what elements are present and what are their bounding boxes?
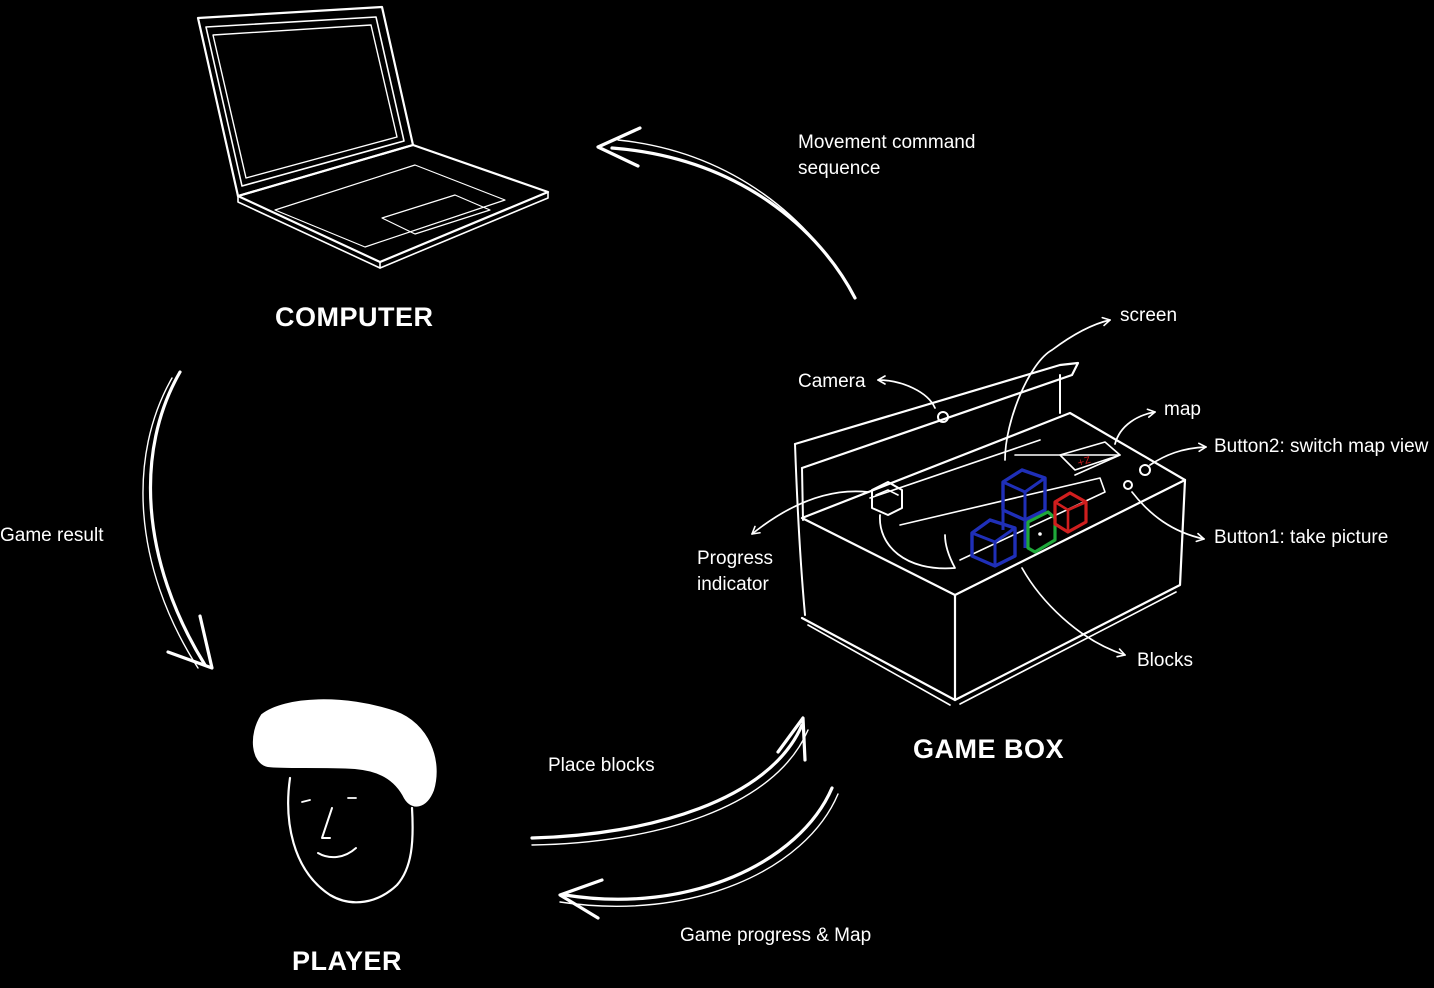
label-map: map xyxy=(1164,399,1201,420)
callout-map xyxy=(1114,408,1156,445)
blue-block-lower xyxy=(970,518,1017,568)
node-title-player: PLAYER xyxy=(292,946,403,976)
label-button1: Button1: take picture xyxy=(1214,527,1389,548)
arrow-box-to-player xyxy=(563,786,834,901)
label-button2: Button2: switch map view xyxy=(1214,436,1429,457)
label-blocks: Blocks xyxy=(1137,650,1193,671)
label-movement-command-line1: Movement command xyxy=(798,132,976,153)
map-mark: +Z xyxy=(1076,456,1092,469)
node-title-computer: COMPUTER xyxy=(275,302,434,332)
label-progress-line2: indicator xyxy=(697,574,769,595)
label-screen: screen xyxy=(1120,305,1178,326)
node-title-game-box: GAME BOX xyxy=(913,734,1065,764)
label-progress-indicator: Progress indicator xyxy=(697,546,773,598)
callout-arrows xyxy=(751,316,1207,658)
green-block xyxy=(1026,510,1057,554)
game-box-icon: +Z xyxy=(793,361,1187,706)
callout-progress xyxy=(751,490,869,535)
label-camera: Camera xyxy=(798,371,866,392)
blue-block-upper xyxy=(1001,468,1047,548)
callout-camera xyxy=(877,375,936,409)
player-face-icon xyxy=(252,699,437,904)
flow-arrows xyxy=(142,126,857,920)
label-movement-command-line2: sequence xyxy=(798,158,881,179)
label-place-blocks: Place blocks xyxy=(548,755,655,776)
callout-button2 xyxy=(1149,442,1207,466)
arrow-computer-to-player xyxy=(148,370,207,667)
arrow-player-to-box xyxy=(530,723,804,840)
label-movement-command: Movement command sequence xyxy=(798,130,975,182)
laptop-icon xyxy=(196,5,550,269)
red-block xyxy=(1053,491,1088,534)
callout-screen xyxy=(1004,316,1111,461)
label-game-progress-map: Game progress & Map xyxy=(680,925,872,946)
label-progress-line1: Progress xyxy=(697,548,774,569)
callout-blocks xyxy=(1021,567,1126,658)
label-game-result: Game result xyxy=(0,525,104,546)
callout-button1 xyxy=(1131,491,1205,543)
